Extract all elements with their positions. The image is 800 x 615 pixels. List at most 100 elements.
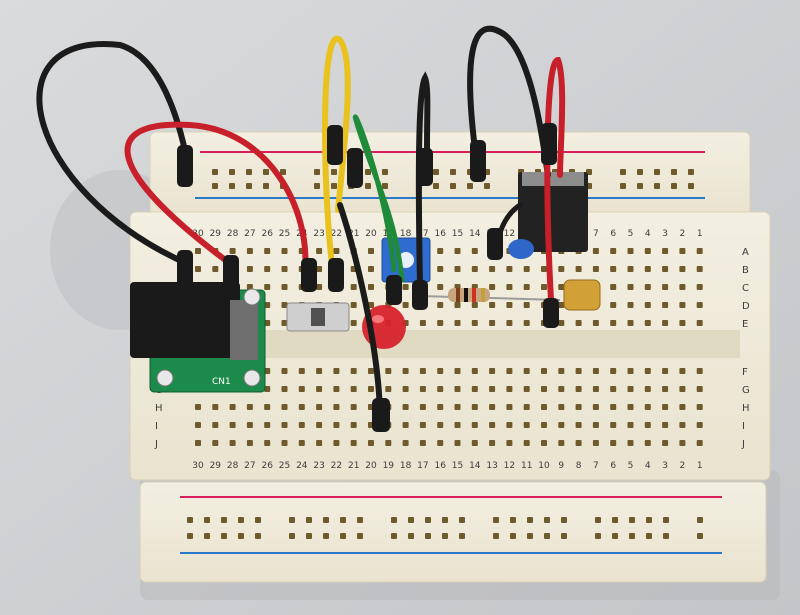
breadboard-hole [662, 284, 669, 290]
resistor [419, 288, 561, 302]
breadboard-hole [541, 284, 547, 290]
breadboard-hole [592, 386, 599, 392]
rail-hole [391, 533, 397, 539]
breadboard-hole [298, 440, 305, 446]
rail-hole [187, 517, 193, 523]
column-number: 12 [504, 229, 515, 239]
breadboard-hole [644, 440, 651, 446]
breadboard-hole [610, 404, 617, 410]
breadboard-hole [610, 368, 617, 374]
breadboard-hole [627, 386, 634, 392]
breadboard-hole [437, 284, 444, 290]
breadboard-hole [471, 266, 478, 272]
rail-hole [493, 517, 499, 523]
breadboard-hole [264, 386, 271, 392]
slide-switch[interactable] [286, 302, 350, 332]
column-number: 26 [261, 461, 273, 471]
column-number: 26 [261, 229, 273, 239]
breadboard-hole [246, 422, 253, 428]
column-number: 3 [662, 461, 668, 471]
breadboard-hole [696, 440, 703, 446]
breadboard-hole [696, 320, 703, 326]
breadboard-hole [471, 368, 478, 374]
column-number: 10 [538, 461, 550, 471]
column-number: 12 [504, 461, 515, 471]
bottom-power-rail [139, 481, 767, 583]
rail-hole [612, 517, 618, 523]
breadboard-hole [489, 320, 496, 326]
breadboard-hole [350, 368, 357, 374]
breadboard-hole [558, 266, 565, 272]
breadboard-hole [662, 404, 669, 410]
breadboard-hole [212, 404, 219, 410]
breadboard-hole [350, 302, 357, 308]
breadboard-hole [246, 284, 253, 290]
breadboard-hole [264, 248, 271, 254]
breadboard-hole [333, 248, 340, 254]
breadboard-hole [368, 266, 374, 272]
breadboard-hole [437, 386, 444, 392]
rail-hole [382, 183, 388, 189]
breadboard-hole [454, 266, 461, 272]
column-number: 21 [348, 229, 359, 239]
breadboard-hole [523, 404, 530, 410]
row-label: H [155, 403, 163, 414]
breadboard-hole [298, 404, 305, 410]
breadboard-hole [316, 266, 323, 272]
breadboard-hole [471, 320, 478, 326]
column-number: 14 [469, 229, 481, 239]
rail-hole [263, 169, 269, 175]
breadboard-hole [368, 440, 374, 446]
breadboard-hole [627, 368, 634, 374]
breadboard-hole [523, 368, 530, 374]
breadboard-hole [696, 302, 703, 308]
rail-hole [433, 169, 439, 175]
rail-hole [314, 169, 320, 175]
rail-hole [204, 533, 210, 539]
breadboard-hole [662, 368, 669, 374]
rail-hole [238, 533, 244, 539]
rail-hole [646, 517, 652, 523]
breadboard-hole [489, 440, 496, 446]
breadboard-hole [679, 440, 686, 446]
rail-hole [331, 183, 337, 189]
breadboard-hole [627, 302, 634, 308]
breadboard-hole [333, 368, 340, 374]
breadboard-hole [541, 386, 547, 392]
breadboard-hole [437, 266, 444, 272]
breadboard-hole [195, 422, 201, 428]
breadboard-hole [644, 404, 651, 410]
rail-hole [510, 517, 516, 523]
breadboard-hole [523, 320, 530, 326]
breadboard-hole [350, 386, 357, 392]
breadboard-hole [264, 368, 271, 374]
breadboard-hole [610, 386, 617, 392]
breadboard-hole [419, 320, 426, 326]
rail-hole [620, 169, 626, 175]
breadboard-hole [316, 440, 323, 446]
breadboard-hole [610, 284, 617, 290]
rail-hole [238, 517, 244, 523]
rail-hole [187, 533, 193, 539]
breadboard-hole [385, 386, 392, 392]
rail-hole [459, 533, 465, 539]
rail-hole [620, 183, 626, 189]
breadboard-hole [454, 386, 461, 392]
rail-hole [391, 517, 397, 523]
column-number: 15 [452, 461, 463, 471]
rail-hole [221, 533, 227, 539]
breadboard-hole [264, 284, 271, 290]
breadboard-hole [592, 266, 599, 272]
breadboard-hole [541, 422, 547, 428]
rail-hole [212, 169, 218, 175]
breadboard-hole [627, 440, 634, 446]
row-label: E [742, 319, 748, 330]
rail-hole [382, 169, 388, 175]
breadboard-hole [523, 386, 530, 392]
column-number: 4 [645, 229, 651, 239]
breadboard-hole [644, 266, 651, 272]
breadboard-hole [402, 302, 409, 308]
breadboard-hole [662, 386, 669, 392]
breadboard-hole [679, 266, 686, 272]
breadboard-hole [419, 368, 426, 374]
